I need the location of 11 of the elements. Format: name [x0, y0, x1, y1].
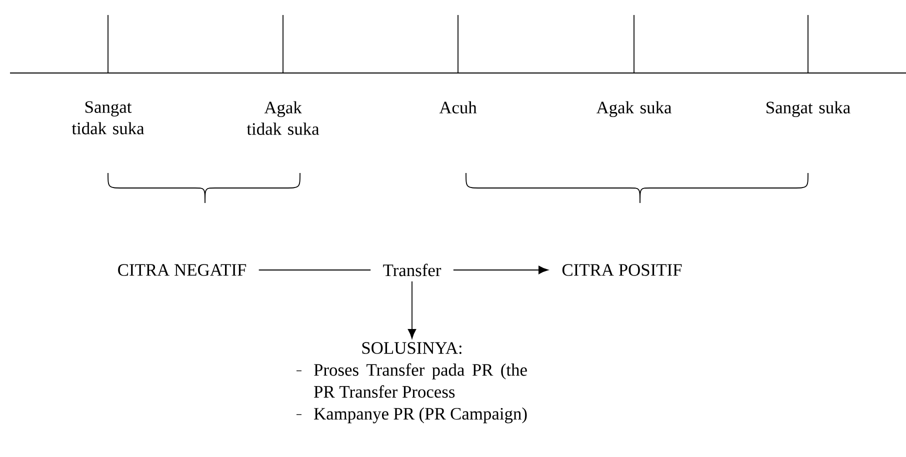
process-label: Transfer [383, 264, 442, 276]
scale-label: Acuh [439, 101, 477, 114]
state-label: CITRA POSITIF [562, 264, 682, 276]
scale-label: Agak tidak suka [246, 101, 320, 135]
scale-label: Agak suka [596, 101, 672, 118]
scale-label: Sangat tidak suka [72, 101, 144, 134]
scale-label: Sangat suka [766, 101, 850, 118]
solution-text: SOLUSINYA: Proses Transfer pada PR (the PR Transfer Process Kampanye PR (PR Campaign) [296, 342, 527, 424]
arrow [452, 266, 548, 274]
arrow [408, 280, 416, 339]
state-label: CITRA NEGATIF [118, 264, 246, 276]
